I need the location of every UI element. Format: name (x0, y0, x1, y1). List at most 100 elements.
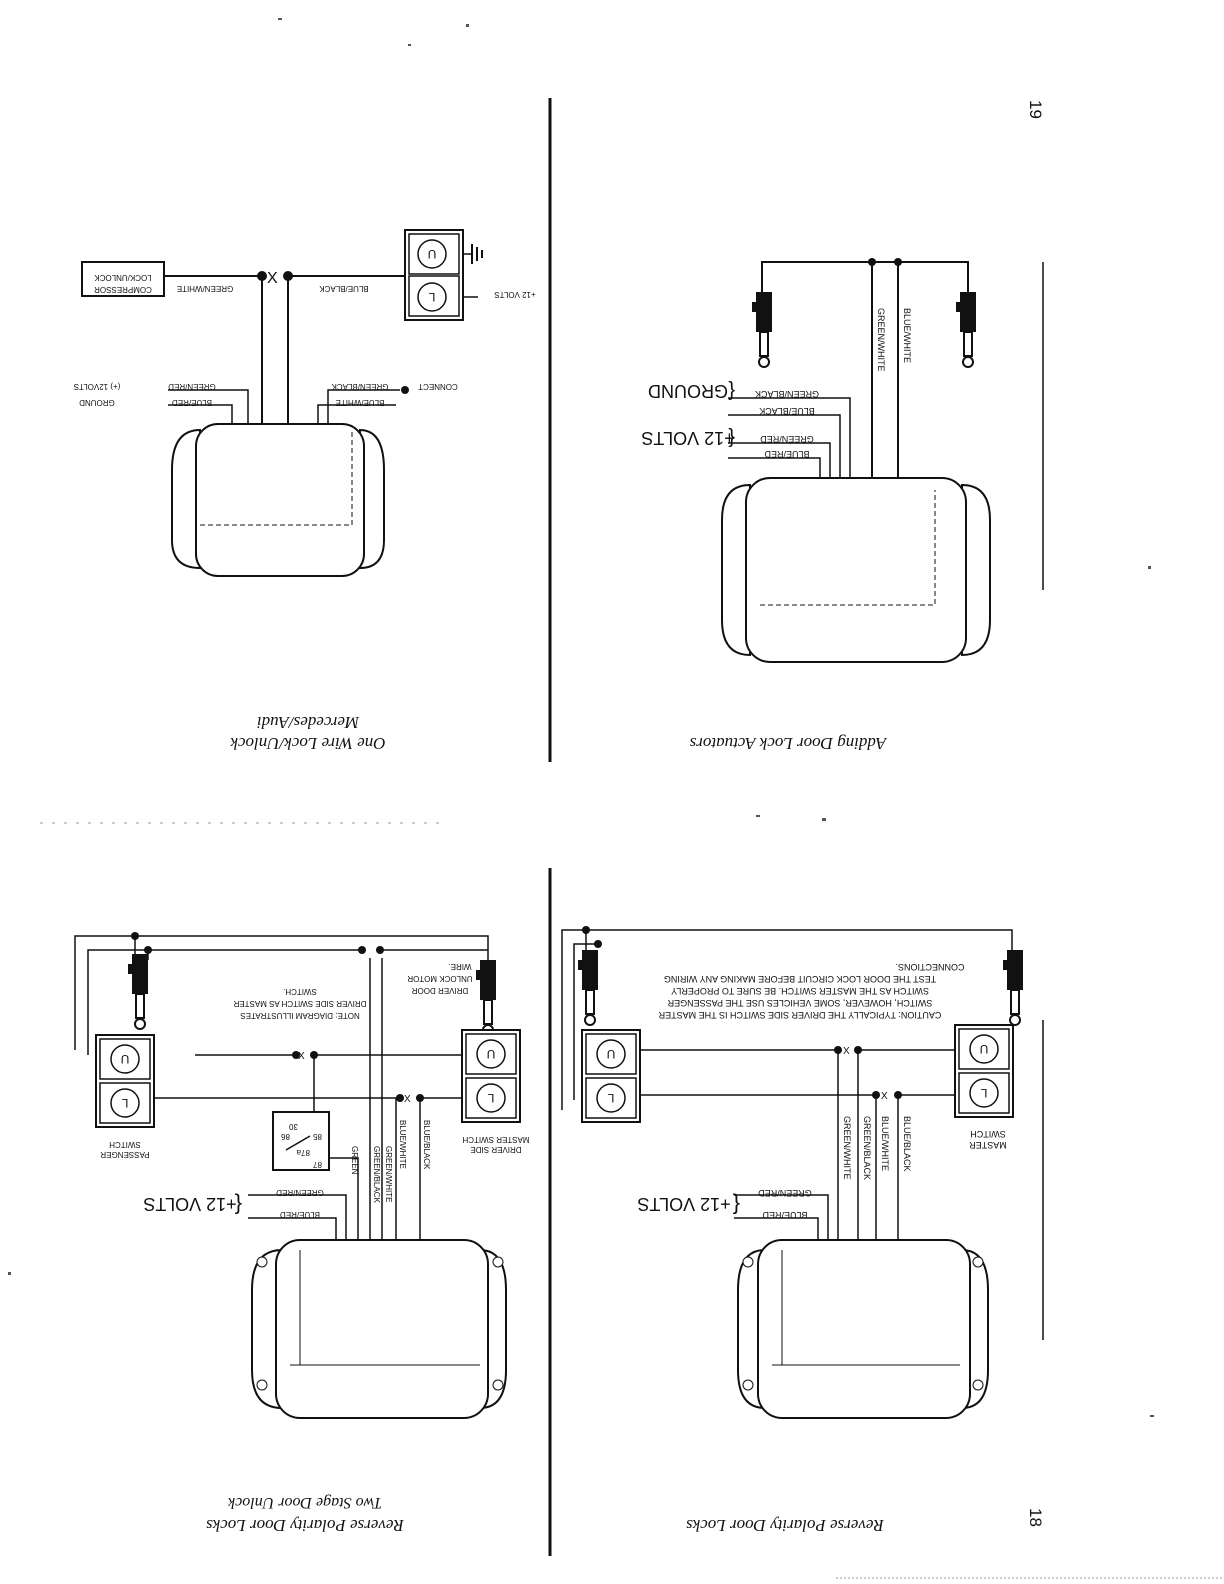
wire-label-green-red: GREEN/RED (168, 382, 216, 391)
label-12-volts: +12 VOLTS (641, 428, 734, 448)
wire-label-blue-black: BLUE/BLACK (422, 1120, 431, 1170)
wire-label-blue-red: BLUE/RED (280, 1210, 320, 1219)
driver-master-switch: U L (461, 1029, 521, 1123)
wire-label-blue-white: BLUE/WHITE (902, 308, 912, 363)
svg-text:{: { (235, 1193, 242, 1218)
label-passenger-switch: SWITCH (109, 1140, 141, 1149)
ground-symbol (463, 244, 483, 264)
label-ground: GROUND (648, 381, 728, 401)
cut-mark-x-2: X (298, 1051, 305, 1062)
door-lock-actuator-driver (1002, 949, 1024, 1026)
wire-label-green-black: GREEN/BLACK (862, 1116, 872, 1180)
label-passenger: PASSENGER (100, 1150, 149, 1159)
wire-label-green-white: GREEN/WHITE (876, 308, 886, 372)
compressor-box (81, 261, 165, 297)
cut-mark-x-1: X (843, 1046, 850, 1057)
switch-l-label: L (487, 1091, 494, 1105)
door-lock-actuator-passenger (577, 949, 599, 1026)
wire-label-green-black: GREEN/BLACK (755, 389, 819, 399)
switch-l-label: L (121, 1096, 128, 1110)
label-ground: GROUND (79, 398, 115, 407)
switch-l-label: L (607, 1091, 614, 1105)
relay-pin-87a: 87a (296, 1148, 310, 1157)
wire-label-green-black: GREEN/BLACK (372, 1146, 381, 1204)
panel-mercedes: LOCK/UNLOCK COMPRESSOR X GREEN/WHITE BLU… (74, 229, 536, 753)
label-driver-side: DRIVER SIDE (470, 1145, 521, 1154)
cut-mark-x-2: X (881, 1091, 888, 1102)
motor-line-2: UNLOCK MOTOR (407, 974, 472, 983)
switch-l-label: L (980, 1086, 987, 1100)
relay-pin-86: 86 (281, 1132, 290, 1141)
wire-label-green-white: GREEN/WHITE (177, 284, 233, 293)
door-lock-switch: U L (404, 229, 464, 321)
alarm-module (251, 1239, 507, 1419)
alarm-module (171, 423, 385, 577)
panel-title-reverse: Reverse Polarity Door Locks (686, 1516, 885, 1535)
caution-line-1: CAUTION: TYPICALLY THE DRIVER SIDE SWITC… (658, 1010, 941, 1020)
note-line-2: DRIVER SIDE SWITCH AS MASTER (233, 999, 366, 1008)
panel-title-adding: Adding Door Lock Actuators (689, 734, 887, 753)
wire-label-green-red: GREEN/RED (276, 1188, 324, 1197)
compressor-label-1: LOCK/UNLOCK (94, 273, 152, 282)
wire-label-green-red: GREEN/RED (760, 434, 814, 444)
label-12-volts: +12 VOLTS (494, 290, 535, 299)
wire-label-blue-black: BLUE/BLACK (759, 406, 815, 416)
wire-label-blue-red: BLUE/RED (764, 449, 810, 459)
label-12-volts: +12 VOLTS (143, 1194, 236, 1214)
caution-line-2: SWITCH, HOWEVER, SOME VEHICLES USE THE P… (667, 998, 932, 1008)
wire-label-green: GREEN (350, 1146, 359, 1175)
label-plus12-small: (+) 12VOLTS (74, 382, 121, 391)
door-lock-actuator-passenger (127, 953, 149, 1030)
relay-pin-85: 85 (313, 1132, 322, 1141)
label-master-switch: SWITCH (970, 1129, 1006, 1139)
switch-u-label: U (487, 1047, 496, 1061)
switch-u-label: U (980, 1042, 989, 1056)
switch-l-label: L (428, 290, 435, 304)
motor-line-1: DRIVER DOOR (412, 986, 469, 995)
panel-reverse: X X U L U L (561, 926, 1024, 1535)
wire-label-blue-white: BLUE/WHITE (398, 1120, 407, 1169)
relay: 30 85 86 87 87a (272, 1111, 330, 1171)
label-connect: CONNECT (418, 382, 458, 391)
caution-line-5: CONNECTIONS. (895, 962, 964, 972)
wire-label-green-white: GREEN/WHITE (842, 1116, 852, 1180)
door-lock-actuator-driver (475, 959, 497, 1036)
alarm-module (737, 1239, 989, 1419)
svg-text:{: { (728, 380, 735, 402)
caution-line-4: TEST THE DOOR LOCK CIRCUIT BEFORE MAKING… (664, 974, 936, 984)
label-12-volts: +12 VOLTS (637, 1194, 730, 1214)
wire-label-blue-black: BLUE/BLACK (902, 1116, 912, 1172)
page-number-top: 19 (1026, 100, 1045, 119)
wire-label-blue-white: BLUE/WHITE (880, 1116, 890, 1171)
wire-label-blue-white: BLUE/WHITE (336, 398, 385, 407)
label-master: MASTER (969, 1140, 1007, 1150)
passenger-switch: U L (95, 1034, 155, 1128)
caution-line-3: SWITCH AS THE MASTER SWITCH. BE SURE TO … (671, 986, 929, 996)
panel-subtitle-mercedes: Mercedes/Audi (257, 713, 361, 732)
switch-u-label: U (428, 247, 437, 261)
cut-mark-x: X (267, 270, 278, 287)
svg-text:{: { (733, 1193, 740, 1218)
page-number-bottom: 18 (1026, 1508, 1045, 1527)
switch-u-label: U (121, 1052, 130, 1066)
cut-mark-x-1: X (404, 1094, 411, 1105)
scan-specks (8, 18, 1224, 1579)
master-switch: U L (954, 1024, 1014, 1118)
note-line-3: SWITCH. (283, 987, 317, 996)
door-lock-actuator-right (955, 291, 977, 368)
door-lock-actuator-left (751, 291, 773, 368)
wire-label-blue-red: BLUE/RED (172, 398, 212, 407)
relay-pin-30: 30 (289, 1122, 298, 1131)
passenger-switch: U L (581, 1029, 641, 1123)
alarm-module (721, 477, 991, 663)
wire-label-blue-red: BLUE/RED (762, 1210, 808, 1220)
switch-u-label: U (607, 1047, 616, 1061)
note-line-1: NOTE: DIAGRAM ILLUSTRATES (240, 1011, 359, 1020)
relay-pin-87: 87 (313, 1160, 322, 1169)
wire-label-green-white: GREEN/WHITE (384, 1146, 393, 1202)
wire-label-green-black: GREEN/BLACK (331, 382, 389, 391)
wire-label-green-red: GREEN/RED (758, 1188, 812, 1198)
motor-line-3: WIRE. (448, 962, 471, 971)
wire-label-blue-black: BLUE/BLACK (319, 284, 369, 293)
